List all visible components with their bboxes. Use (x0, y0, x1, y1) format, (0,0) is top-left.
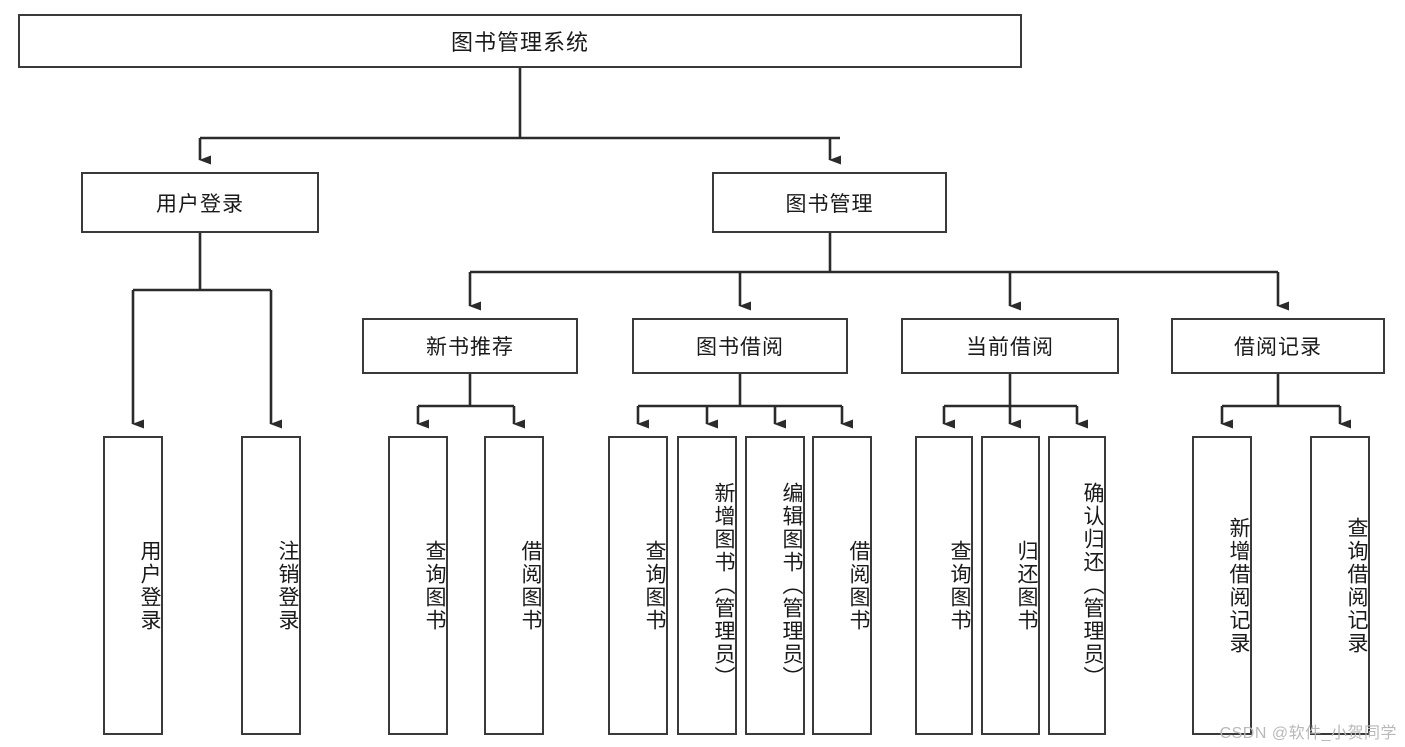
leaf-add-borrow-record[interactable]: 新增借阅记录 (1192, 436, 1252, 735)
leaf-query-borrow-record[interactable]: 查询借阅记录 (1310, 436, 1370, 735)
leaf-edit-book-admin[interactable]: 编辑图书（管理员） (745, 436, 805, 735)
leaf-logout[interactable]: 注销登录 (241, 436, 301, 735)
node-level2-book-borrow[interactable]: 图书借阅 (632, 318, 848, 374)
node-level2-borrow-records[interactable]: 借阅记录 (1171, 318, 1385, 374)
leaf-confirm-return-admin[interactable]: 确认归还（管理员） (1048, 436, 1106, 735)
leaf-user-login[interactable]: 用户登录 (103, 436, 163, 735)
leaf-return-book[interactable]: 归还图书 (981, 436, 1040, 735)
leaf-borrow-book[interactable]: 借阅图书 (812, 436, 872, 735)
node-level1-user-login[interactable]: 用户登录 (81, 172, 319, 233)
node-level1-book-management[interactable]: 图书管理 (712, 172, 947, 233)
leaf-query-book-recommend[interactable]: 查询图书 (388, 436, 448, 735)
node-root[interactable]: 图书管理系统 (18, 14, 1022, 68)
leaf-add-book-admin[interactable]: 新增图书（管理员） (677, 436, 737, 735)
leaf-query-book-borrow[interactable]: 查询图书 (608, 436, 668, 735)
csdn-watermark: CSDN @软件_小贺同学 (1219, 725, 1397, 742)
leaf-query-book-current[interactable]: 查询图书 (915, 436, 973, 735)
node-level2-new-book-recommend[interactable]: 新书推荐 (362, 318, 578, 374)
node-level2-current-borrow[interactable]: 当前借阅 (901, 318, 1119, 374)
leaf-borrow-book-recommend[interactable]: 借阅图书 (484, 436, 544, 735)
